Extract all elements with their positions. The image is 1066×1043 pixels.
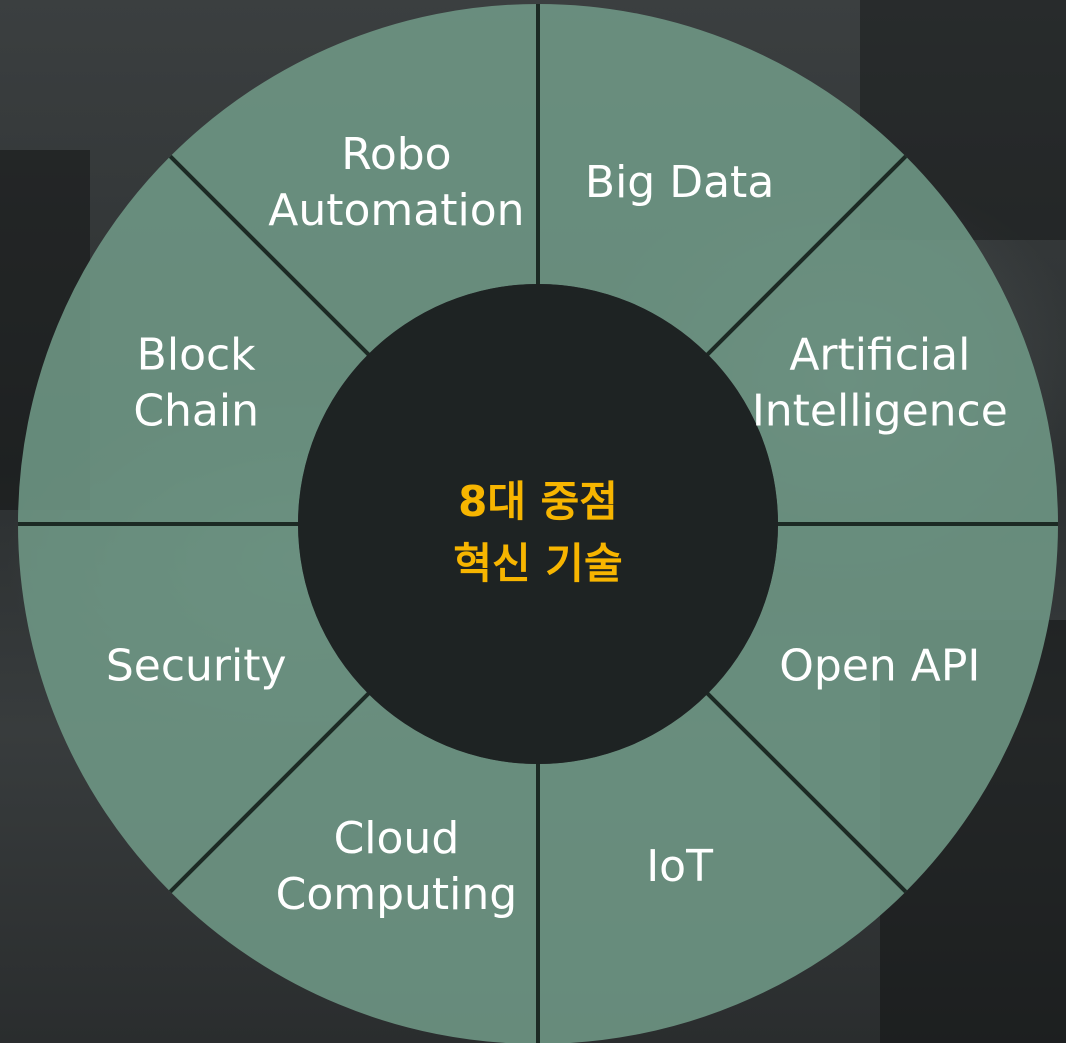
segment-divider (704, 154, 908, 358)
segment-label-line: Computing (276, 869, 518, 920)
segment-divider (168, 154, 372, 358)
center-hub (298, 284, 778, 764)
segment-divider (168, 690, 372, 894)
segment-robo-automation (170, 4, 538, 355)
segment-label-line: IoT (646, 841, 713, 892)
center-title-line-1: 8대 중점 (458, 477, 618, 526)
segment-label-line: Cloud (334, 813, 460, 864)
segment-label-line: Artificial (789, 329, 970, 380)
segment-label-line: Robo (341, 129, 451, 180)
center-title-line-2: 혁신 기술 (453, 539, 622, 588)
segment-label-line: Intelligence (752, 385, 1008, 436)
segment-label-line: Big Data (585, 157, 774, 208)
segment-label-line: Open API (779, 641, 980, 692)
segment-label-line: Chain (133, 385, 259, 436)
segment-cloud-computing (170, 693, 538, 1043)
segment-label-line: Automation (268, 185, 524, 236)
segment-artificial-intelligence (707, 156, 1058, 524)
segment-label-line: Security (106, 641, 287, 692)
segment-divider (704, 690, 908, 894)
segment-iot (538, 693, 906, 1043)
segment-security (18, 524, 369, 892)
segment-label-line: Block (137, 329, 257, 380)
segment-big-data (538, 4, 906, 355)
segment-label-iot: IoT (646, 841, 713, 892)
segment-label-open-api: Open API (779, 641, 980, 692)
segment-open-api (707, 524, 1058, 892)
segment-block-chain (18, 156, 369, 524)
segment-label-big-data: Big Data (585, 157, 774, 208)
segments-layer (18, 4, 1058, 1043)
segment-label-security: Security (106, 641, 287, 692)
dividers-layer (18, 4, 1058, 1043)
